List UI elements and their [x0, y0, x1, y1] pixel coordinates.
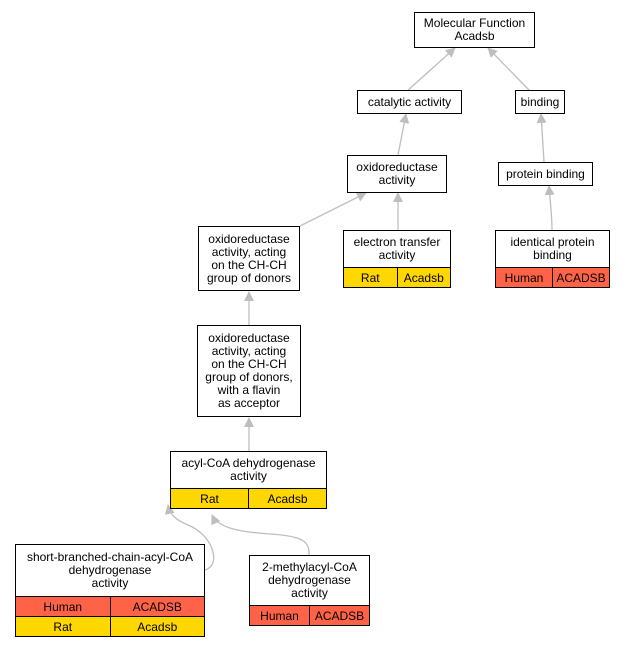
- species-cell: Rat: [360, 270, 380, 285]
- species-cell: Human: [504, 270, 544, 285]
- annotation-row-rat: Rat Acadsb: [16, 616, 204, 636]
- node-label: binding: [520, 94, 560, 109]
- species-cell: Rat: [53, 619, 73, 634]
- annotation-row-human: Human ACADSB: [250, 605, 369, 625]
- edge-methylacyl-to-acyl-coa: [211, 514, 310, 556]
- edge-protein-binding-to-binding: [536, 113, 547, 163]
- edge-short-branched-to-acyl-coa: [164, 504, 215, 571]
- edge-catalytic-to-root: [406, 47, 456, 92]
- node-oxidoreductase-activity[interactable]: oxidoreductase activity: [347, 155, 447, 193]
- node-acyl-coa-dehydrogenase[interactable]: acyl-CoA dehydrogenase activity Rat Acad…: [170, 451, 327, 509]
- node-oxidoreductase-chch-flavin[interactable]: oxidoreductase activity, acting on the C…: [197, 325, 301, 417]
- edge-oxidoreductase-to-catalytic: [397, 113, 410, 156]
- node-catalytic-activity[interactable]: catalytic activity: [357, 90, 462, 114]
- node-oxidoreductase-chch[interactable]: oxidoreductase activity, acting on the C…: [198, 226, 300, 291]
- node-label: protein binding: [506, 166, 585, 181]
- annotation-row-rat: Rat Acadsb: [171, 488, 326, 508]
- node-electron-transfer-activity[interactable]: electron transfer activity Rat Acadsb: [343, 230, 451, 288]
- node-label: oxidoreductase activity, acting on the C…: [206, 231, 292, 285]
- node-molecular-function-acadsb[interactable]: Molecular Function Acadsb: [414, 12, 535, 48]
- node-label: oxidoreductase activity: [356, 160, 438, 187]
- node-label: short-branched-chain-acyl-CoA dehydrogen…: [26, 550, 194, 590]
- node-binding[interactable]: binding: [515, 90, 565, 114]
- node-protein-binding[interactable]: protein binding: [498, 162, 593, 186]
- node-2-methylacyl-coa[interactable]: 2-methylacyl-CoA dehydrogenase activity …: [249, 555, 370, 626]
- gene-cell: ACADSB: [309, 606, 369, 625]
- edge-ox-chch-to-oxidoreductase: [299, 192, 367, 227]
- gene-cell: Acadsb: [109, 617, 205, 636]
- node-label: catalytic activity: [367, 94, 452, 109]
- gene-cell: Acadsb: [396, 268, 451, 287]
- edge-binding-to-root: [487, 47, 531, 92]
- species-cell: Human: [43, 599, 83, 614]
- node-label: acyl-CoA dehydrogenase activity: [181, 456, 316, 483]
- annotation-row-rat: Rat Acadsb: [344, 267, 450, 287]
- gene-cell: Acadsb: [248, 489, 326, 508]
- node-identical-protein-binding[interactable]: identical protein binding Human ACADSB: [495, 230, 610, 288]
- gene-cell: ACADSB: [552, 268, 609, 287]
- edge-identical-protein-to-protein-binding: [544, 185, 555, 231]
- species-cell: Rat: [200, 491, 219, 506]
- node-label: identical protein binding: [510, 235, 595, 262]
- node-label: electron transfer activity: [353, 235, 441, 262]
- node-label: 2-methylacyl-CoA dehydrogenase activity: [262, 560, 357, 600]
- species-cell: Human: [260, 608, 299, 623]
- node-label: Molecular Function Acadsb: [423, 16, 526, 43]
- node-label: oxidoreductase activity, acting on the C…: [205, 331, 293, 410]
- node-short-branched-chain[interactable]: short-branched-chain-acyl-CoA dehydrogen…: [15, 544, 205, 637]
- annotation-row-human: Human ACADSB: [496, 267, 609, 287]
- annotation-row-human: Human ACADSB: [16, 596, 204, 616]
- gene-cell: ACADSB: [109, 597, 205, 616]
